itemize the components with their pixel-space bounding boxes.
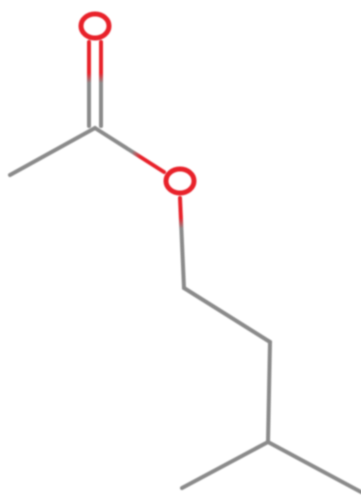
bond-carbonyl-ester-oxygen (93, 126, 166, 174)
ester-oxygen-ring (163, 166, 197, 196)
carbonyl-oxygen-ring (78, 11, 112, 41)
bond-ch2-ch (266, 340, 272, 444)
atom-ester-oxygen: O (163, 166, 197, 196)
bond-ch-methyl-left (180, 440, 270, 490)
bond-methyl-carbonyl (8, 126, 97, 177)
bond-ch-methyl-right (266, 440, 361, 494)
bond-ester-oxygen-ch2 (178, 196, 186, 290)
bond-ch2-ch2 (182, 286, 272, 344)
atom-carbonyl-oxygen: O (78, 11, 112, 41)
